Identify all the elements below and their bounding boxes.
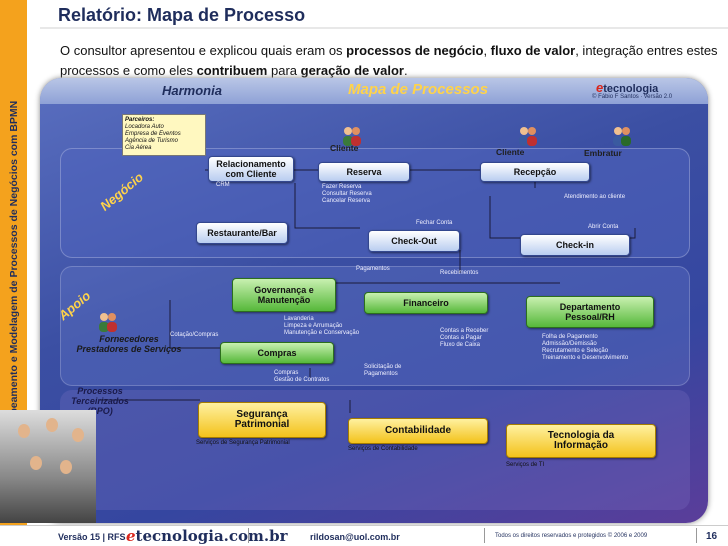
note-pagamentos: Pagamentos (356, 266, 390, 272)
box-restaurante: Restaurante/Bar (196, 222, 288, 244)
people-icon (613, 127, 631, 146)
box-checkout: Check-Out (368, 230, 460, 252)
box-contabilidade: Contabilidade (348, 418, 488, 444)
box-departamento: Departamento Pessoal/RH (526, 296, 654, 328)
diagram-header (40, 78, 708, 104)
box-ti: Tecnologia da Informação (506, 424, 656, 458)
box-reserva: Reserva (318, 162, 410, 182)
actor-cliente-1: Cliente (330, 143, 359, 153)
note-fechar-conta: Fechar Conta (416, 220, 453, 226)
people-icon (99, 313, 117, 332)
note-ti-servicos: Serviços de TI (506, 462, 545, 468)
people-icon (343, 127, 361, 146)
diagram-title: Mapa de Processos (348, 81, 489, 98)
note-crm: CRM (216, 182, 230, 188)
people-icon (519, 127, 537, 146)
note-seguranca-servicos: Serviços de Segurança Patrimonial (196, 440, 290, 446)
intro-paragraph: O consultor apresentou e explicou quais … (60, 43, 718, 78)
note-contabilidade-servicos: Serviços de Contabilidade (348, 446, 418, 452)
vertical-title: Mapeamento e Modelagem de Processos de N… (8, 100, 20, 430)
title-divider (40, 27, 728, 29)
box-relacionamento: Relacionamento com Cliente (208, 156, 294, 182)
footer-separator (696, 528, 697, 543)
note-contas: Contas a Receber Contas a Pagar Fluxo de… (440, 328, 489, 348)
note-gestao: Compras Gestão de Contratos (274, 370, 330, 383)
footer-separator (248, 528, 249, 543)
actor-fornecedores: Fornecedores Prestadores de Serviços (76, 334, 182, 354)
note-reserva-ops: Fazer Reserva Consultar Reserva Cancelar… (322, 184, 372, 204)
page-number: 16 (706, 531, 718, 542)
footer (0, 525, 728, 546)
diagram-copyright: © Fábio F Santos · versão 2.0 (592, 94, 673, 100)
footer-version: Versão 15 | RFS (58, 532, 126, 542)
box-recepcao: Recepção (480, 162, 590, 182)
note-lavanderia: Lavanderia Limpeza e Arrumação Manutençã… (284, 316, 360, 336)
note-atendimento: Atendimento ao cliente (564, 194, 626, 200)
footer-email: rildosan@uol.com.br (310, 532, 400, 542)
note-recebimentos: Recebimentos (440, 270, 479, 276)
page-title: Relatório: Mapa de Processo (58, 5, 306, 25)
actor-cliente-2: Cliente (496, 147, 525, 157)
diagram-brand: etecnologia (596, 80, 659, 95)
note-rh: Folha de Pagamento Admissão/Demissão Rec… (542, 334, 629, 361)
box-checkin: Check-in (520, 234, 630, 256)
process-map-image: Harmonia Mapa de Processos etecnologia ©… (40, 78, 708, 523)
footer-logo: etecnologia.com.br (126, 527, 288, 545)
box-financeiro: Financeiro (364, 292, 488, 314)
actor-embratur: Embratur (584, 148, 622, 158)
box-governanca: Governança e Manutenção (232, 278, 336, 312)
business-people-photo (0, 410, 96, 523)
note-solicitacao: Solicitação de Pagamentos (364, 364, 402, 377)
parceiros-note: Parceiros: Locadora Auto Empresa de Even… (122, 114, 206, 156)
note-abrir-conta: Abrir Conta (588, 224, 619, 230)
box-compras: Compras (220, 342, 334, 364)
footer-separator (484, 528, 485, 543)
footer-copyright: Todos os direitos reservados e protegido… (495, 533, 648, 539)
box-seguranca: Segurança Patrimonial (198, 402, 326, 438)
hotel-name: Harmonia (162, 83, 222, 98)
note-cotacao: Cotação/Compras (170, 332, 219, 338)
actor-terceirizados: Processos Terceirizados (BPO) (71, 386, 129, 416)
